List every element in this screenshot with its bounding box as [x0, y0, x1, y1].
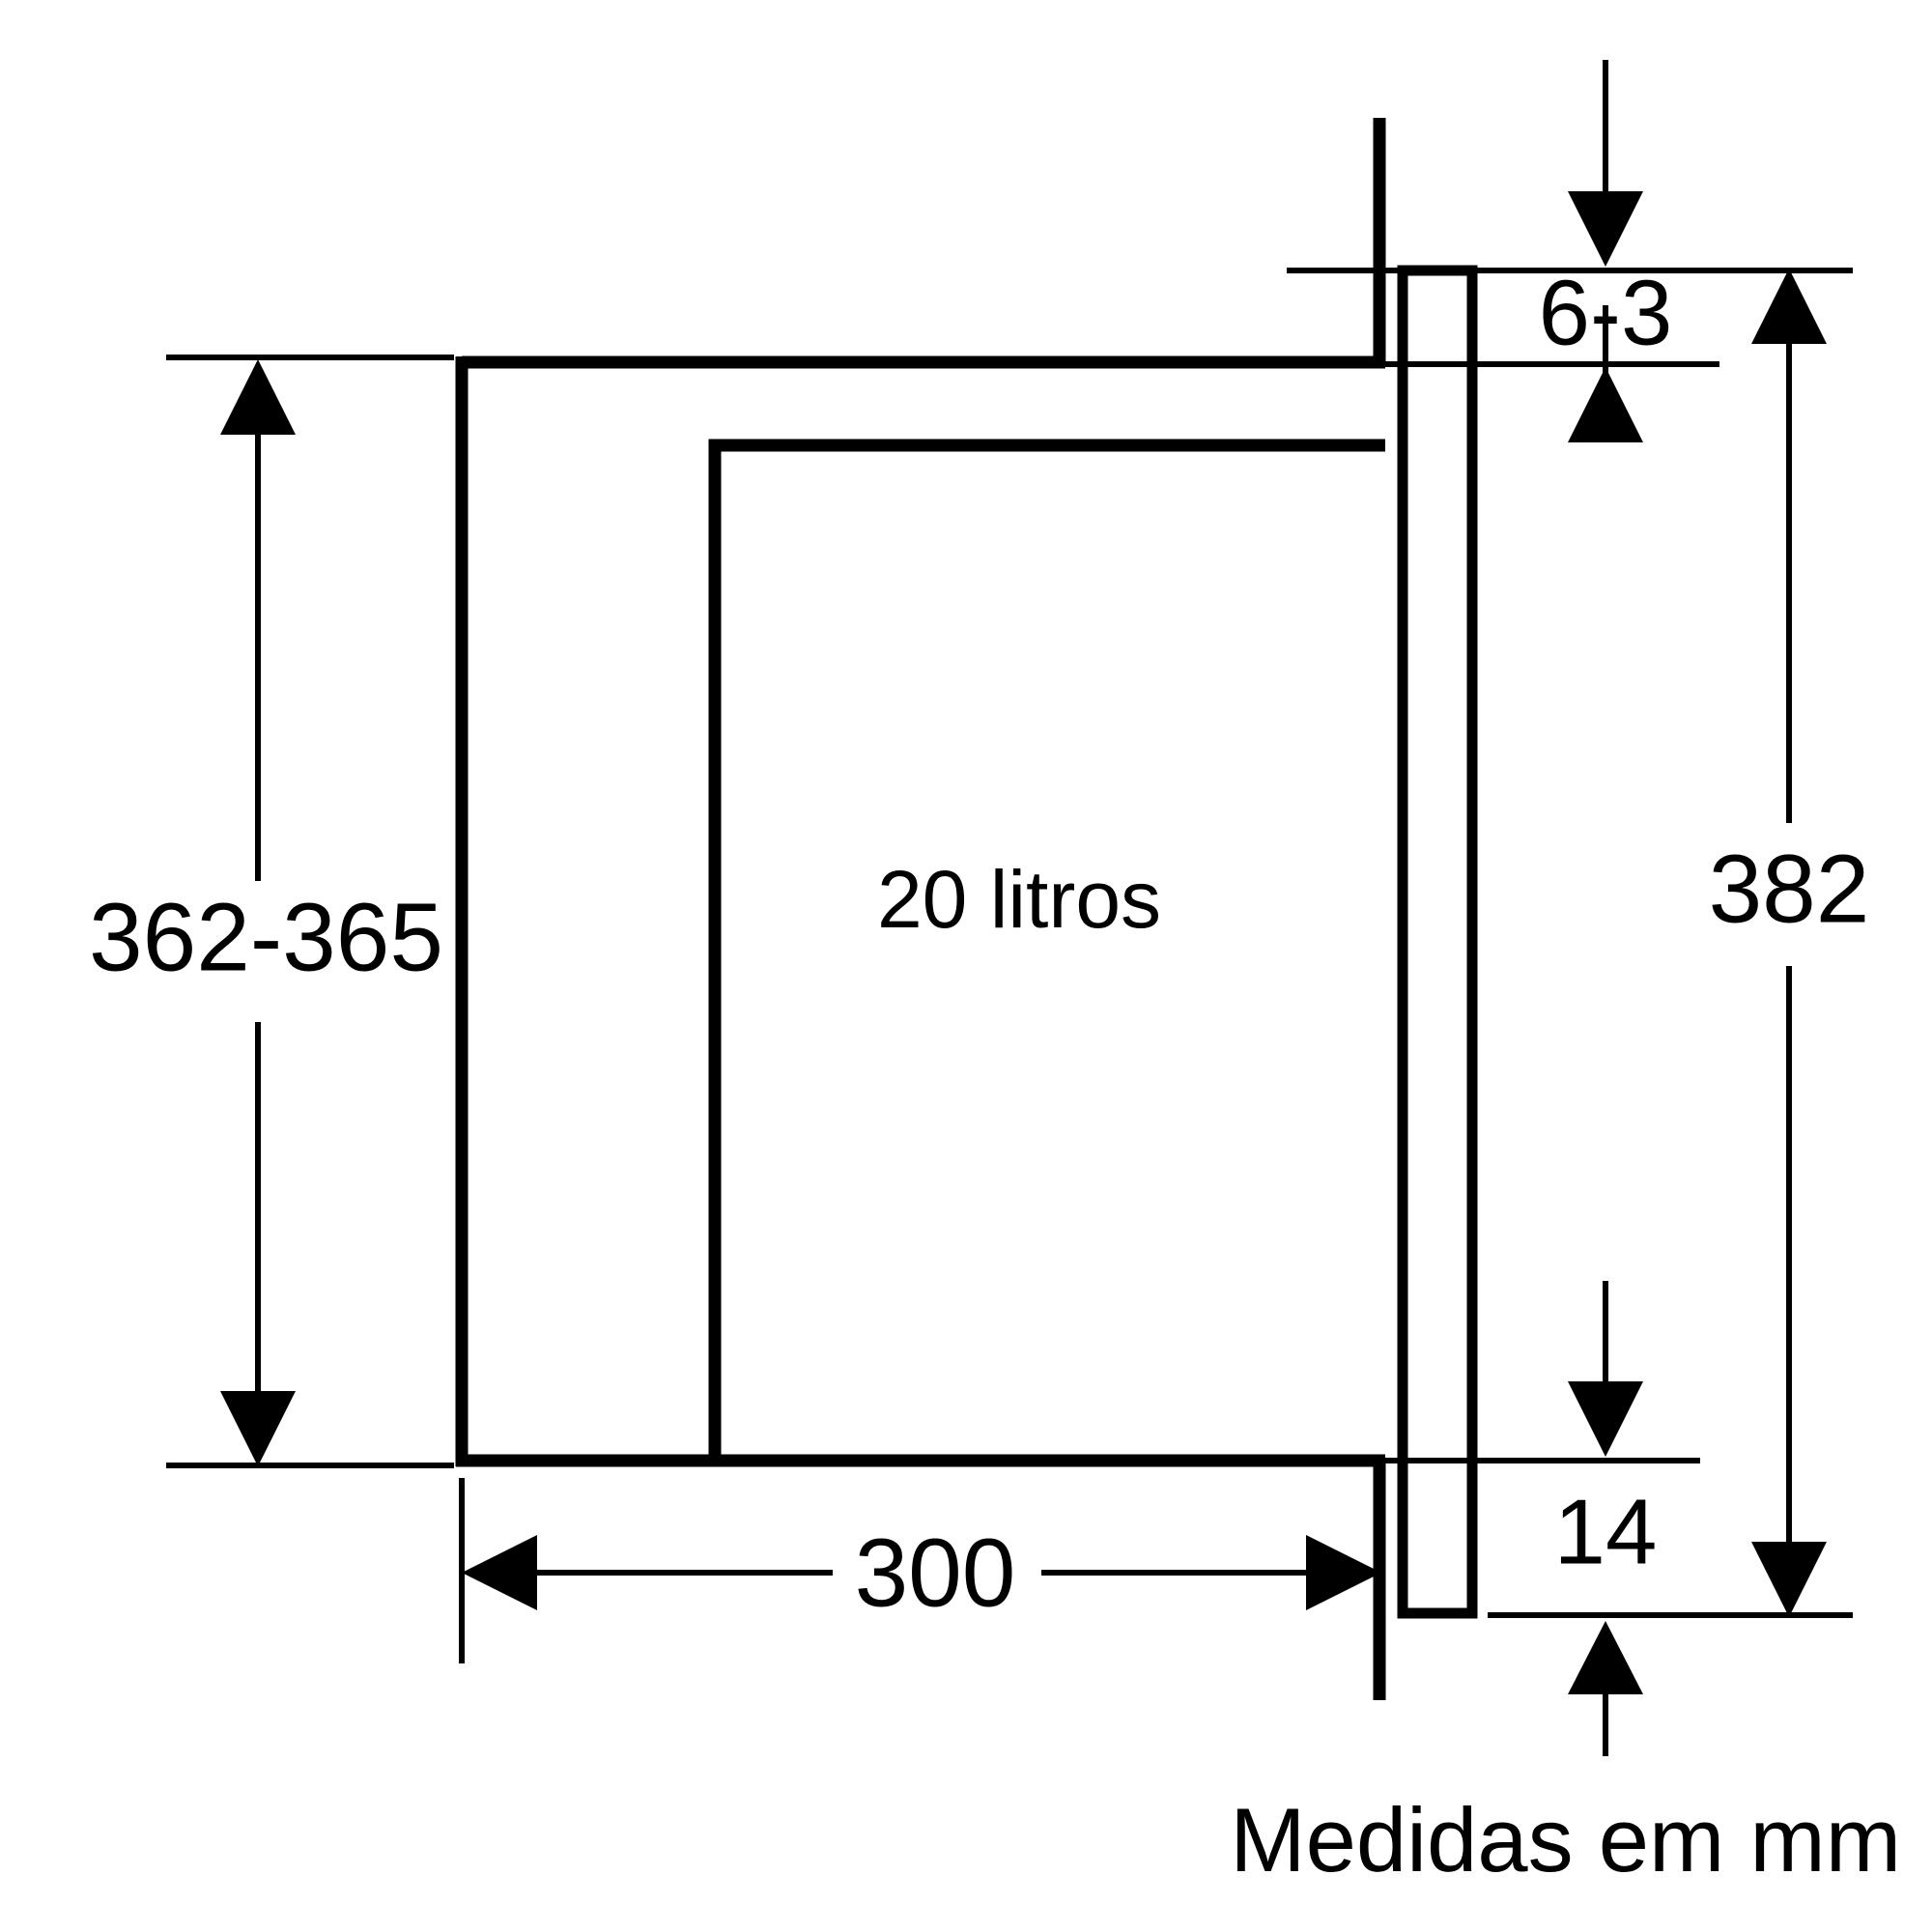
arrow-up-overall-height: [1751, 269, 1827, 344]
front-door-panel: [1397, 265, 1478, 1619]
arrow-up-top-gap: [1568, 367, 1643, 442]
dimension-niche-height: 362-365: [89, 359, 443, 1466]
arrow-down-overall-height: [1751, 1542, 1827, 1617]
extension-lines-group: [166, 268, 1853, 1695]
dimension-label-niche-height: 362-365: [89, 883, 443, 991]
dimension-niche-depth: 300: [462, 1519, 1381, 1627]
dimension-label-bottom-gap: 14: [1554, 1480, 1658, 1583]
arrow-left-niche-depth: [462, 1535, 537, 1610]
dimension-label-top-gap: 6-3: [1539, 261, 1673, 364]
dimension-top-gap: 6-3: [1539, 60, 1673, 442]
oven-cavity-outline: [708, 439, 1385, 1466]
front-door-panel-group: [1397, 265, 1478, 1619]
oven-cavity-outline-group: [708, 439, 1385, 1466]
arrow-up-bottom-gap: [1568, 1621, 1643, 1694]
arrow-up-niche-height: [220, 359, 296, 435]
arrow-right-niche-depth: [1306, 1535, 1381, 1610]
dimension-bottom-gap: 14: [1554, 1281, 1658, 1756]
dimension-label-niche-depth: 300: [855, 1519, 1016, 1627]
arrow-down-top-gap: [1568, 191, 1643, 267]
arrow-down-niche-height: [220, 1391, 296, 1466]
dimension-label-overall-height: 382: [1709, 835, 1870, 943]
capacity-label: 20 litros: [877, 854, 1161, 945]
dimension-overall-height: 382: [1709, 269, 1870, 1617]
units-note: Medidas em mm: [1230, 1789, 1901, 1890]
arrow-down-bottom-gap: [1568, 1381, 1643, 1457]
